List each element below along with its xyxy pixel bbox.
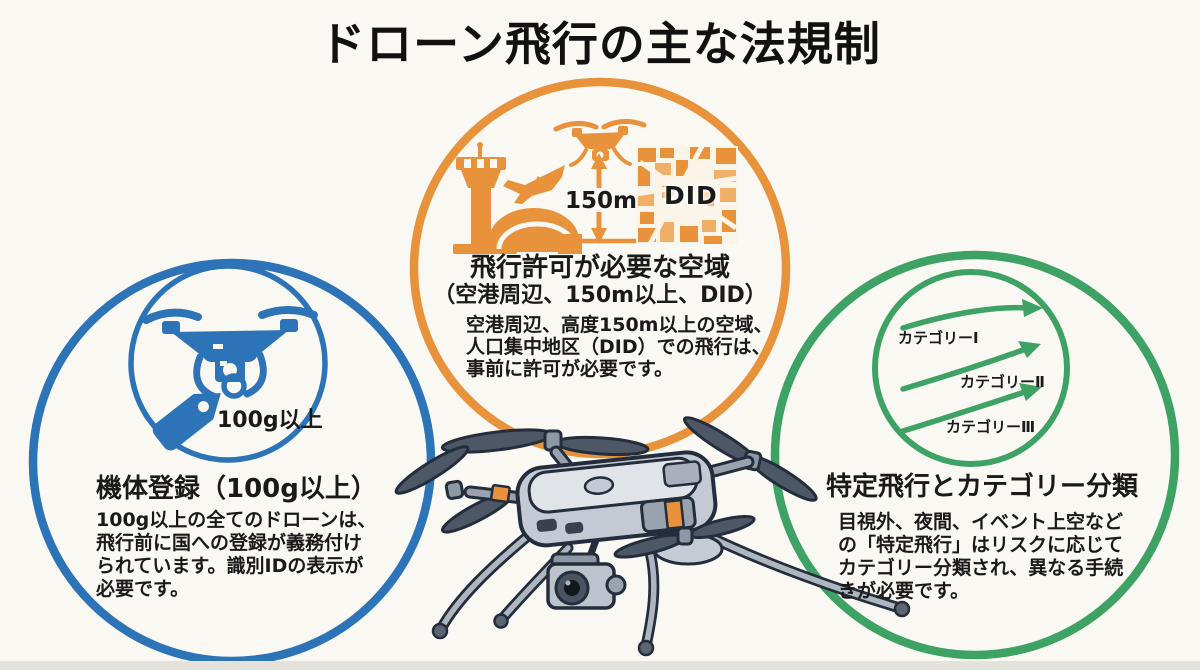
weight-tag-label: 100g以上 [217, 408, 323, 433]
airplane-icon [503, 165, 565, 204]
registration-inner-circle [128, 263, 328, 463]
airspace-body: 空港周辺、高度150m以上の空域、 人口集中地区（DID）での飛行は、 事前に許… [466, 314, 773, 380]
category-heading: 特定飛行とカテゴリー分類 [826, 472, 1139, 502]
footer-strip [0, 661, 1200, 670]
category-1-label: カテゴリーⅠ [898, 329, 979, 347]
category-circle [770, 250, 1180, 660]
category-2-label: カテゴリーⅡ [960, 373, 1045, 391]
category-3-label: カテゴリーⅢ [946, 418, 1036, 436]
page-title: ドローン飛行の主な法規制 [319, 17, 881, 71]
registration-body: 100g以上の全てのドローンは、 飛行前に国への登録が義務付け られています。識… [96, 509, 377, 600]
price-tag-icon [152, 373, 247, 451]
altitude-label: 150m [565, 188, 637, 214]
category-arrowheads [1018, 299, 1043, 401]
altitude-drone-icon [553, 119, 647, 167]
category-body: 目視外、夜間、イベント上空など の「特定飛行」はリスクに応じて カテゴリー分類さ… [838, 511, 1124, 602]
city-map-icon [635, 144, 739, 246]
airspace-subheading: （空港周辺、150m以上、DID） [433, 283, 767, 308]
did-map-label: DID [664, 181, 718, 210]
airspace-heading: 飛行許可が必要な空域 [469, 253, 730, 283]
registration-drone-icon [142, 306, 318, 400]
airport-tower-icon [453, 142, 582, 254]
category-arrows-icon [900, 304, 1031, 434]
registration-heading: 機体登録（100g以上） [96, 474, 377, 504]
category-inner-circle [872, 269, 1070, 467]
quadcopter-drone-illustration [394, 416, 911, 657]
